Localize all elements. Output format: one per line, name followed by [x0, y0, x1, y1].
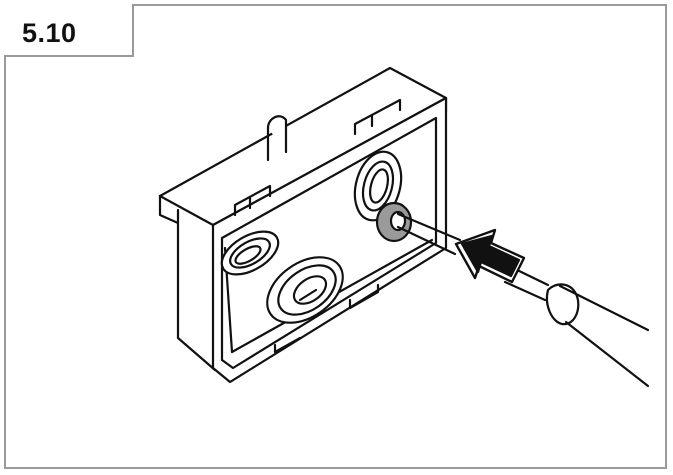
- step-number: 5.10: [22, 18, 77, 48]
- step-number-box: 5.10: [4, 4, 134, 57]
- screwdriver-icon: [396, 212, 650, 388]
- junction-box-icon: [158, 66, 448, 384]
- push-arrow-icon: [454, 228, 526, 284]
